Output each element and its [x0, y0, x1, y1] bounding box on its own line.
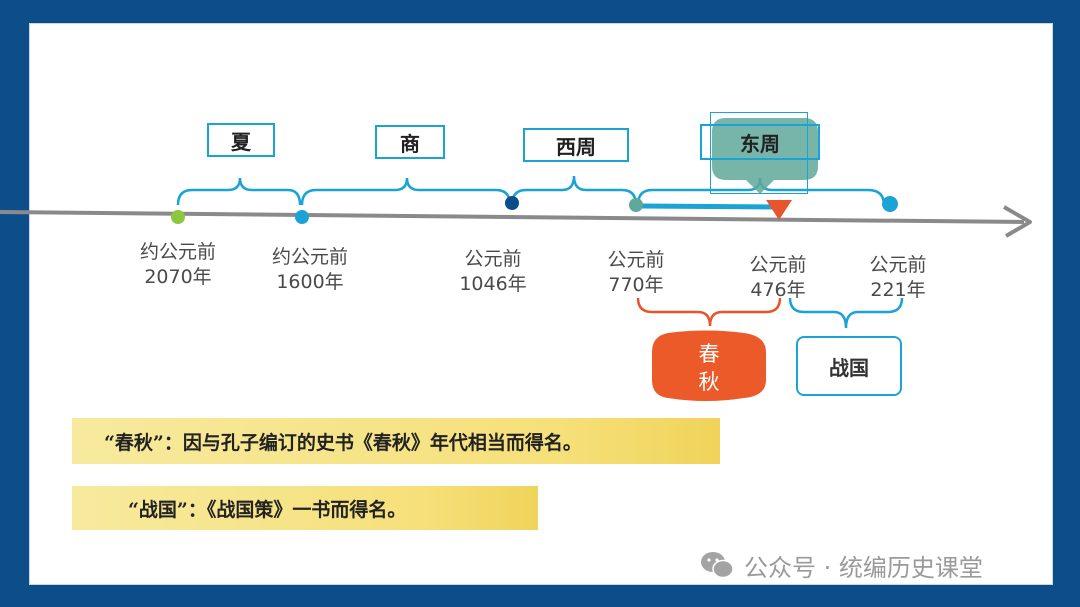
date-line2: 1600年 — [276, 271, 344, 293]
date-line1: 约公元前 — [271, 246, 348, 268]
date-label-221bc: 公元前 221年 — [838, 253, 958, 303]
date-line1: 公元前 — [464, 248, 522, 270]
date-line2: 476年 — [750, 279, 806, 301]
date-line2: 1046年 — [459, 273, 527, 295]
date-line2: 221年 — [870, 279, 926, 301]
dynasty-eastern-zhou-box: 东周 — [700, 124, 820, 160]
watermark-text: 公众号 · 统编历史课堂 — [744, 553, 983, 582]
date-label-2070bc: 约公元前 2070年 — [118, 240, 238, 290]
dynasty-shang-box: 商 — [375, 125, 445, 159]
date-line1: 公元前 — [607, 249, 665, 271]
watermark: 公众号 · 统编历史课堂 — [702, 548, 983, 582]
chunqiu-char-1: 春 — [698, 342, 720, 366]
dynasty-western-zhou-box: 西周 — [523, 128, 629, 162]
chunqiu-char-2: 秋 — [698, 370, 720, 394]
note-chunqiu-origin: “春秋”：因与孔子编订的史书《春秋》年代相当而得名。 — [104, 431, 582, 454]
date-line1: 约公元前 — [139, 241, 216, 263]
date-line2: 770年 — [608, 274, 664, 296]
chunqiu-label: 春 秋 — [652, 340, 766, 396]
date-label-1600bc: 约公元前 1600年 — [250, 245, 370, 295]
date-label-1046bc: 公元前 1046年 — [433, 247, 553, 297]
dynasty-xia-box: 夏 — [207, 123, 275, 157]
eastern-zhou-outline — [710, 112, 808, 194]
date-label-476bc: 公元前 476年 — [718, 253, 838, 303]
date-line1: 公元前 — [749, 254, 807, 276]
dynasty-zhanguo-box: 战国 — [796, 336, 902, 396]
date-label-770bc: 公元前 770年 — [576, 248, 696, 298]
date-line2: 2070年 — [144, 266, 212, 288]
date-line1: 公元前 — [869, 254, 927, 276]
note-zhanguo-origin: “战国”：《战国策》一书而得名。 — [128, 498, 407, 521]
